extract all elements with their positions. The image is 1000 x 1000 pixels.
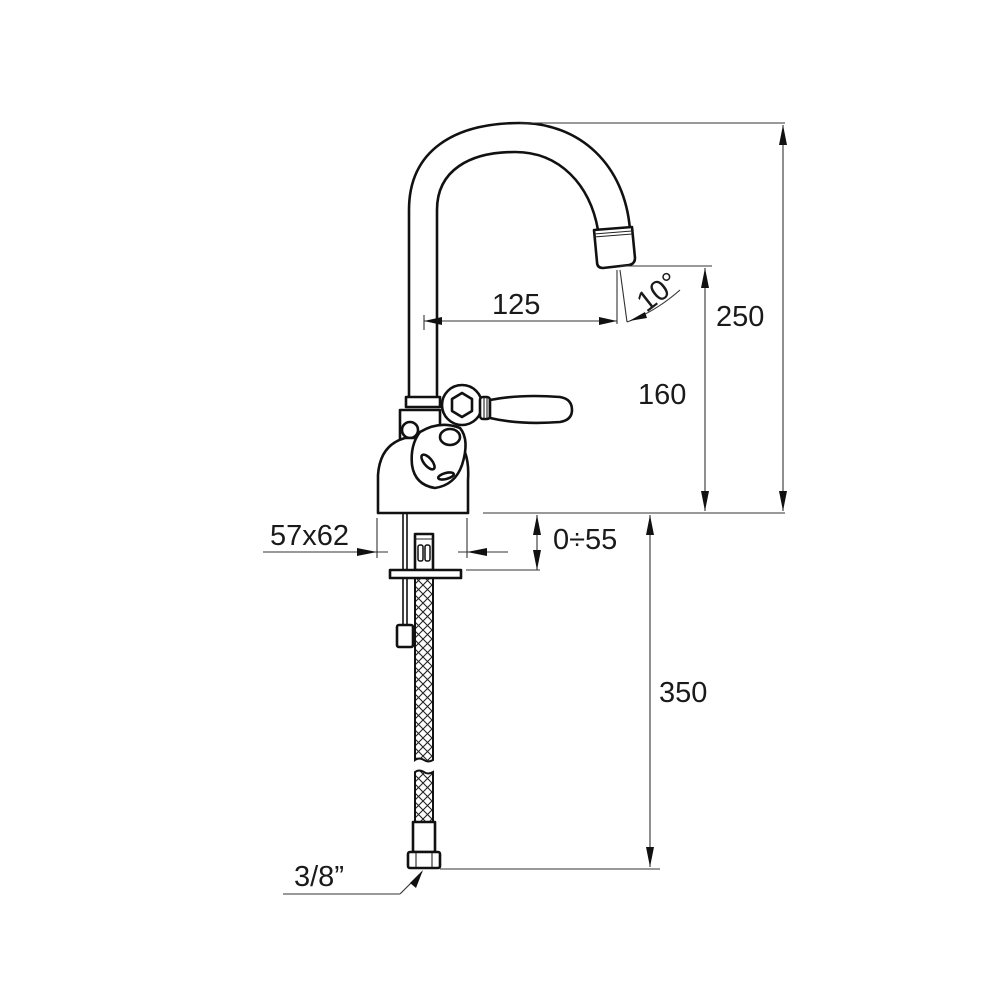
aerator	[592, 225, 637, 270]
dimension-connection-label: 3/8”	[294, 861, 344, 893]
dimension-350: 350	[440, 515, 707, 870]
spout	[407, 121, 637, 402]
dimension-160: 160	[638, 268, 709, 511]
dimension-125: 125	[423, 289, 617, 330]
valve-body	[376, 383, 574, 515]
mounting-assembly	[388, 512, 463, 870]
dimension-hose-label: 350	[659, 677, 707, 709]
dimension-outlet-height-label: 160	[638, 379, 686, 411]
dimension-deck: 0÷55	[466, 515, 617, 571]
dimension-hole-label: 57x62	[270, 520, 349, 552]
dimension-hole: 57x62	[263, 518, 508, 558]
dimension-angle-label: 10°	[631, 266, 685, 318]
dimension-connection: 3/8”	[283, 861, 423, 895]
dimension-250: 250	[716, 125, 787, 511]
dimension-reach-label: 125	[492, 289, 540, 321]
dimension-total-height-label: 250	[716, 301, 764, 333]
dimension-deck-label: 0÷55	[553, 524, 617, 556]
dimension-angle: 10°	[616, 266, 685, 324]
